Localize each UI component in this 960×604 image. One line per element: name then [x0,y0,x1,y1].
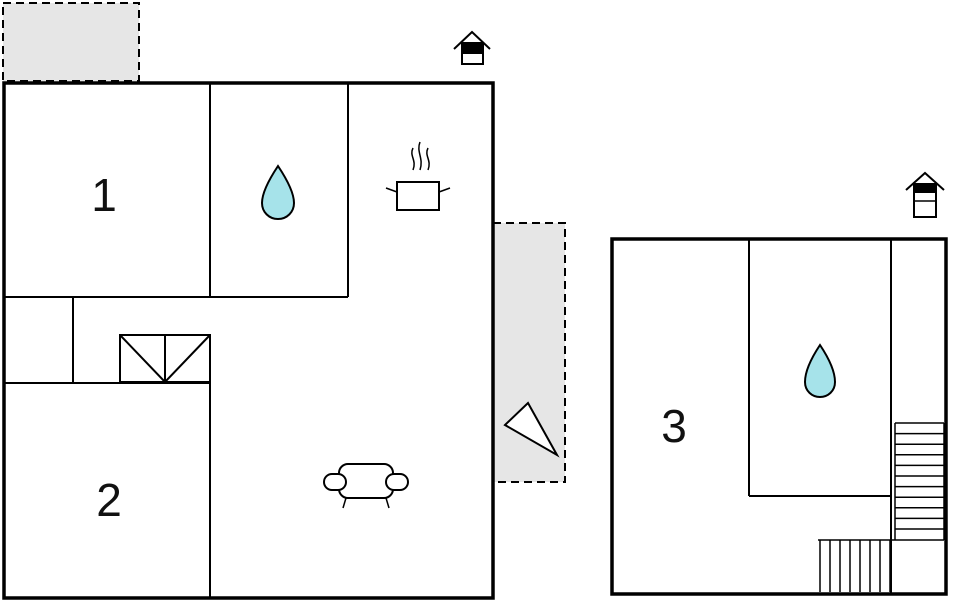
room-label-1: 1 [91,169,117,221]
staircase-icon [119,334,211,384]
house-upper-floor-icon [905,171,945,218]
ground-floor: 1 2 [2,2,566,600]
terrace-top-left [2,2,140,82]
upper-floor-outer-wall [610,237,948,596]
upper-floor: 3 [610,171,948,596]
upper-staircase-horizontal [818,539,944,592]
kitchen-pot-icon [385,141,451,211]
terrace-right [492,222,566,483]
living-room-sofa-icon [323,463,409,509]
ground-floor-outer-wall [2,81,495,600]
room-label-2: 2 [96,474,122,526]
upper-staircase-vertical [894,422,945,540]
house-floor-icon [453,30,491,65]
upper-bathroom-water-drop-icon [803,343,837,399]
room-label-3: 3 [661,400,687,452]
bathroom-water-drop-icon [260,164,296,221]
terrace-view-icon [503,401,560,458]
